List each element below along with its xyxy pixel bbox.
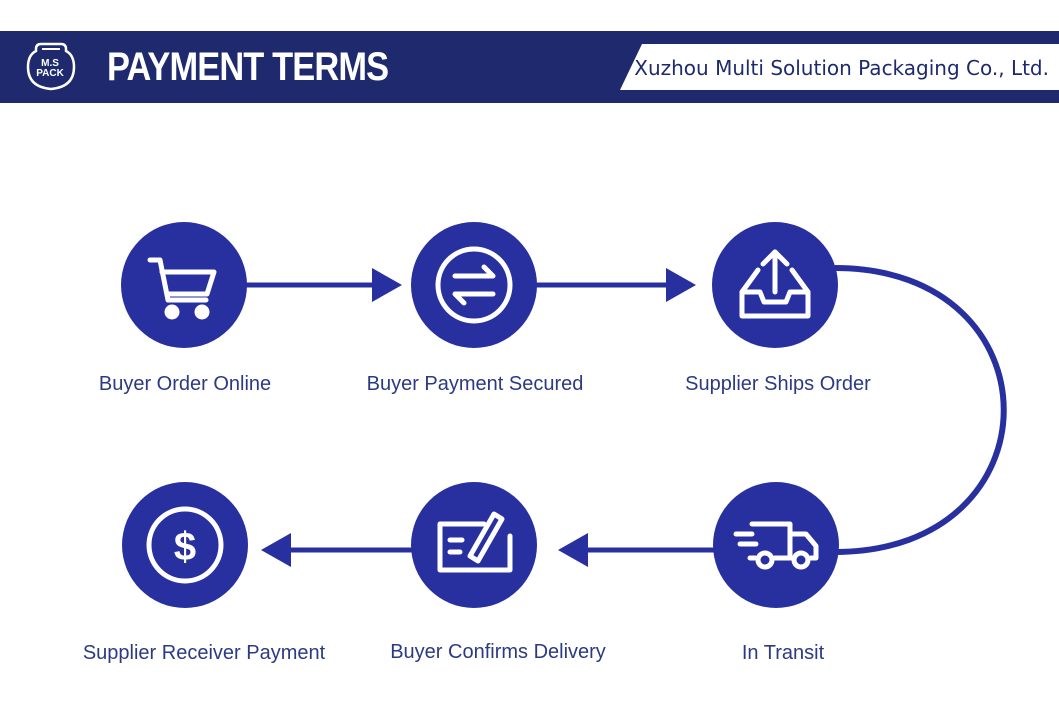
step-label-supplier-ships-order: Supplier Ships Order xyxy=(685,373,871,395)
step-label-buyer-confirms-delivery: Buyer Confirms Delivery xyxy=(390,641,606,663)
company-name: Xuzhou Multi Solution Packaging Co., Ltd… xyxy=(634,56,1049,80)
arrow-payment-to-ships xyxy=(535,268,696,302)
arrow-transit-to-confirm xyxy=(558,533,715,567)
arrow-confirm-to-receive xyxy=(261,533,413,567)
dollar-coin-icon: $ xyxy=(146,506,224,584)
step-buyer-confirms-delivery xyxy=(411,482,537,608)
step-label-in-transit: In Transit xyxy=(741,642,825,664)
step-buyer-order-online xyxy=(121,222,247,348)
svg-text:$: $ xyxy=(174,525,196,569)
step-buyer-payment-secured xyxy=(411,222,537,348)
logo-text-bottom: PACK xyxy=(36,68,64,79)
page-title: PAYMENT TERMS xyxy=(107,45,389,89)
header-bar: M.S PACK PAYMENT TERMS Xuzhou Multi Solu… xyxy=(0,31,1059,103)
step-supplier-ships-order xyxy=(712,222,838,348)
step-in-transit xyxy=(713,482,839,608)
delivery-truck-icon xyxy=(733,521,819,570)
step-label-supplier-receiver-payment: Supplier Receiver Payment xyxy=(82,642,326,664)
shopping-cart-icon xyxy=(147,257,217,320)
exchange-arrows-icon xyxy=(435,246,513,324)
step-label-buyer-order-online: Buyer Order Online xyxy=(98,373,272,395)
logo-text-top: M.S xyxy=(41,58,59,69)
step-label-buyer-payment-secured: Buyer Payment Secured xyxy=(366,373,584,395)
curve-ships-to-transit xyxy=(834,265,1007,555)
step-supplier-receiver-payment: $ xyxy=(122,482,248,608)
arrow-order-to-payment xyxy=(245,268,402,302)
outbox-upload-icon xyxy=(739,249,811,319)
company-banner: Xuzhou Multi Solution Packaging Co., Ltd… xyxy=(620,44,1059,90)
logo-badge-icon xyxy=(26,42,76,91)
logo-text: M.S PACK xyxy=(26,59,74,79)
signed-check-icon xyxy=(437,511,513,573)
ms-pack-logo: M.S PACK xyxy=(26,41,76,93)
